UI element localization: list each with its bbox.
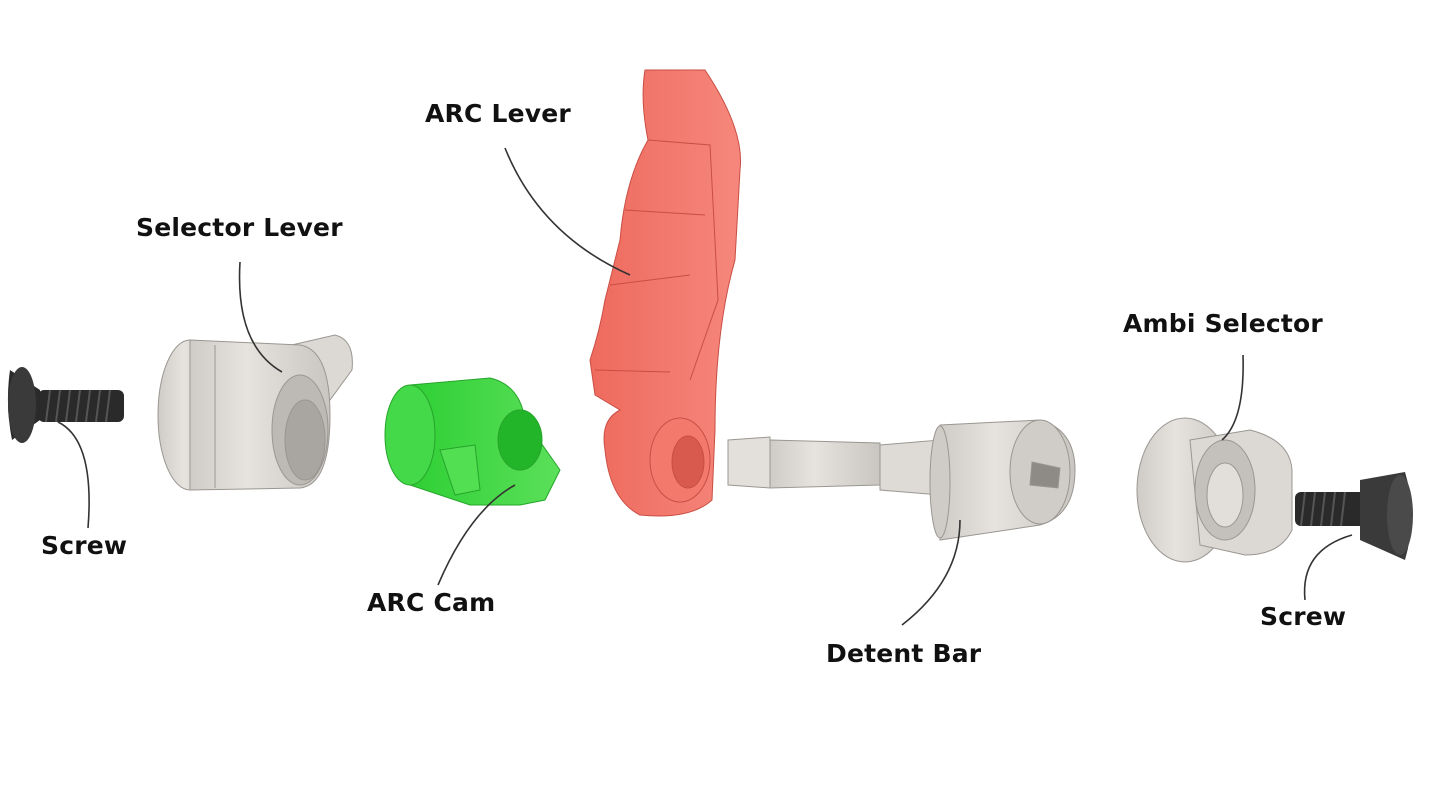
leader-lines — [57, 147, 1353, 626]
leader-screw-left — [57, 421, 90, 529]
leader-detent-bar — [901, 519, 961, 626]
leader-ambi-selector — [1221, 354, 1244, 441]
ambi-selector-part — [1136, 417, 1293, 563]
screw-right-part — [1295, 472, 1413, 560]
label-ambi-selector: Ambi Selector — [1123, 309, 1323, 338]
label-arc-cam: ARC Cam — [367, 588, 496, 617]
leader-arc-cam — [437, 484, 516, 586]
screw-left-part — [7, 367, 124, 443]
label-detent-bar: Detent Bar — [826, 639, 982, 668]
leader-screw-right — [1303, 534, 1353, 601]
selector-lever-part — [157, 334, 353, 491]
arc-cam-part — [384, 377, 561, 506]
arc-lever-part — [589, 69, 742, 517]
detent-bar-part — [727, 419, 1076, 541]
leader-arc-lever — [504, 147, 631, 276]
label-screw-right: Screw — [1260, 602, 1347, 631]
label-selector-lever: Selector Lever — [136, 213, 343, 242]
label-screw-left: Screw — [41, 531, 128, 560]
label-arc-lever: ARC Lever — [425, 99, 571, 128]
leader-selector-lever — [238, 261, 283, 373]
